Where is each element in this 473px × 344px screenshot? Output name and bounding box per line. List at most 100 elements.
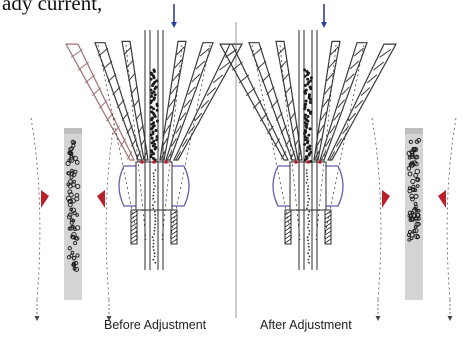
- particle: [152, 144, 155, 147]
- particle: [303, 143, 306, 146]
- particle: [309, 112, 312, 115]
- wall-right: [447, 118, 456, 300]
- particle: [309, 101, 312, 104]
- vane-hatch: [131, 86, 137, 94]
- particle: [154, 148, 157, 151]
- particle: [152, 107, 155, 110]
- particle: [304, 75, 307, 78]
- particle: [155, 217, 157, 219]
- funnel-after: [220, 30, 396, 270]
- leg-hatch: [325, 215, 331, 219]
- vane-hatch: [257, 61, 266, 69]
- particle: [151, 92, 154, 95]
- particle: [154, 224, 156, 226]
- leg-hatch: [131, 219, 137, 223]
- ring-right: [172, 166, 189, 206]
- vane-hatch: [124, 47, 132, 55]
- particle: [303, 69, 306, 72]
- leg-hatch: [325, 223, 331, 227]
- particle: [308, 259, 310, 261]
- vane-hatch: [278, 47, 286, 55]
- particle: [154, 93, 157, 96]
- leg-hatch: [171, 219, 177, 223]
- particle: [151, 141, 154, 144]
- vane-hatch: [253, 100, 261, 108]
- particle: [154, 227, 156, 229]
- vane-hatch: [99, 100, 107, 108]
- particle: [154, 129, 157, 132]
- caption-after-adjustment: After Adjustment: [260, 318, 352, 332]
- particle: [308, 224, 310, 226]
- particle: [305, 126, 308, 129]
- particle: [153, 172, 155, 174]
- particle: [308, 246, 310, 248]
- leg-hatch: [285, 219, 291, 223]
- leg-hatch: [171, 239, 177, 243]
- leg-hatch: [285, 215, 291, 219]
- particle: [156, 120, 159, 123]
- particle: [307, 240, 309, 242]
- particle: [154, 214, 156, 216]
- particle: [153, 188, 155, 190]
- particle: [152, 195, 154, 197]
- particle: [308, 249, 310, 251]
- column-before: [31, 118, 115, 321]
- funnel-before: [66, 30, 242, 270]
- caption-before-adjustment: Before Adjustment: [104, 318, 206, 332]
- vane-hatch: [92, 88, 101, 96]
- particle: [153, 182, 155, 184]
- particle: [151, 84, 154, 87]
- particle: [307, 179, 309, 181]
- particle: [152, 236, 154, 238]
- particle: [307, 192, 309, 194]
- leg-hatch: [171, 211, 177, 215]
- leg-hatch: [325, 235, 331, 239]
- particle: [304, 92, 307, 95]
- nozzle-left: [41, 190, 49, 208]
- particle: [155, 135, 158, 138]
- particle: [307, 236, 309, 238]
- particle: [150, 118, 153, 121]
- particle: [306, 141, 309, 144]
- nozzle-left: [382, 190, 390, 208]
- housing-marker: [318, 160, 322, 164]
- particle: [154, 87, 157, 90]
- particle: [154, 230, 156, 232]
- housing-marker: [294, 160, 298, 164]
- particle: [307, 201, 309, 203]
- leg-hatch: [285, 227, 291, 231]
- vane-hatch: [331, 47, 339, 55]
- vane-hatch: [120, 139, 125, 147]
- vane-hatch: [280, 60, 287, 68]
- particle: [150, 78, 153, 81]
- particle: [154, 201, 156, 203]
- vane-hatch: [126, 60, 133, 68]
- particle: [156, 109, 159, 112]
- particle: [306, 182, 308, 184]
- leg-hatch: [131, 239, 137, 243]
- particle: [149, 155, 152, 158]
- vane-hatch: [71, 49, 82, 57]
- vane-hatch: [262, 74, 270, 82]
- exit-arrow: [35, 316, 40, 321]
- particle: [153, 70, 156, 73]
- leg: [171, 210, 177, 244]
- particle: [309, 98, 312, 101]
- vane-hatch: [232, 62, 242, 70]
- particle: [156, 104, 159, 107]
- particle: [306, 120, 309, 123]
- vane-hatch: [287, 99, 293, 107]
- particle: [304, 158, 307, 161]
- vane-hatch: [122, 113, 128, 121]
- particle: [307, 252, 309, 254]
- particle: [154, 256, 156, 258]
- particle: [150, 127, 153, 130]
- particle: [153, 76, 156, 79]
- vane-hatch: [267, 126, 273, 134]
- vane-hatch: [113, 126, 119, 134]
- particle: [308, 148, 311, 151]
- particle: [305, 149, 308, 152]
- leg-hatch: [325, 211, 331, 215]
- particle: [306, 176, 308, 178]
- vane-hatch: [267, 87, 275, 95]
